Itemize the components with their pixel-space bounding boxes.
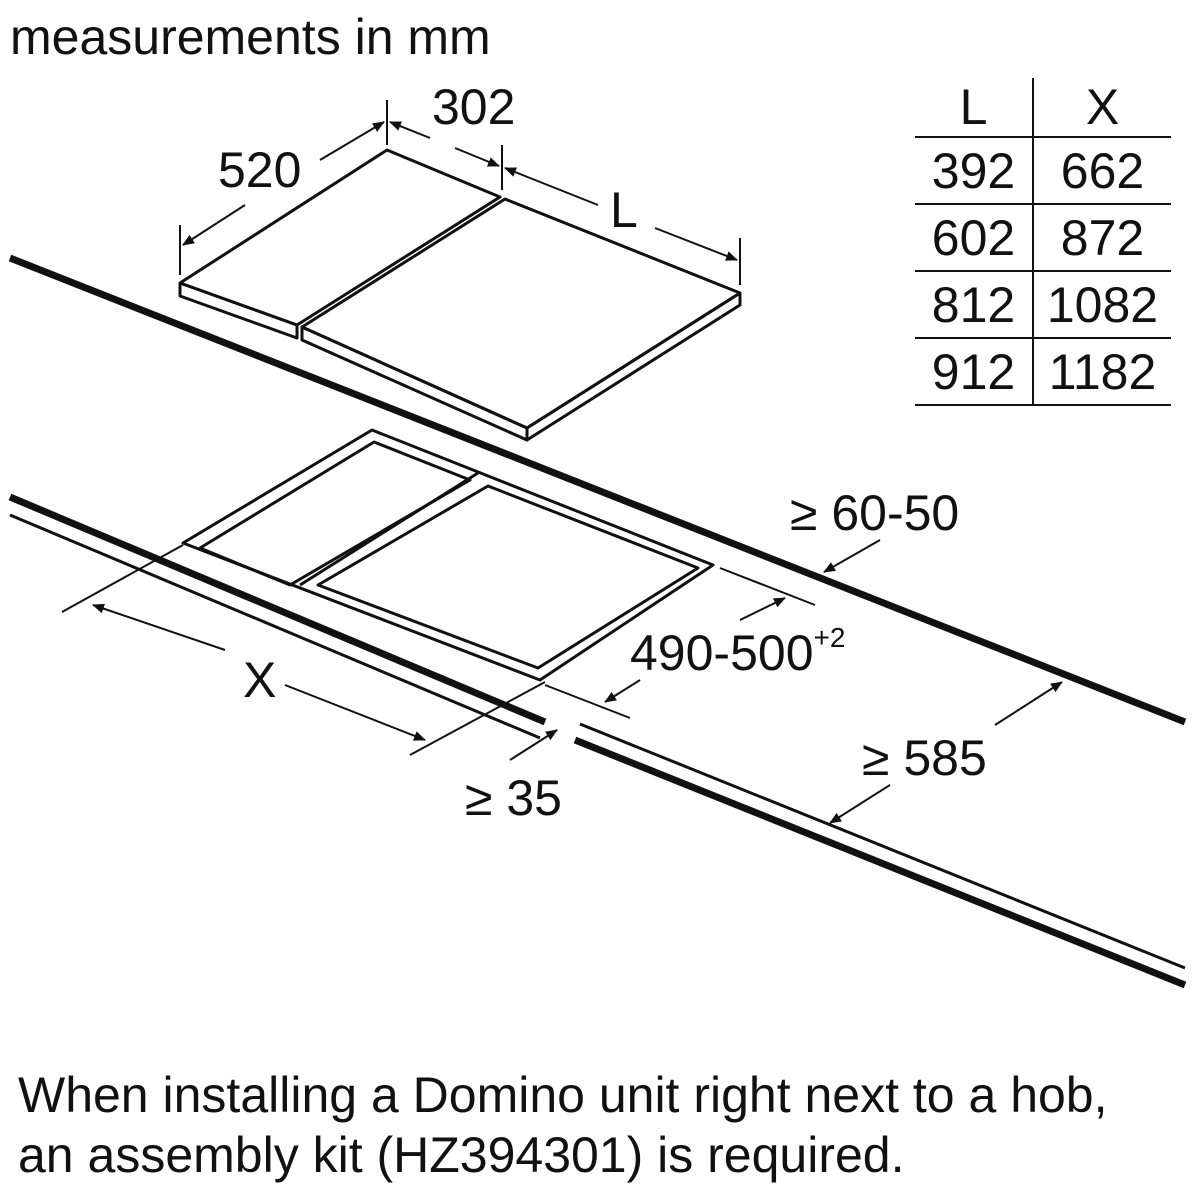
dim-depth-520: 520: [218, 142, 302, 198]
dim-cutout-depth-value: 490-500: [630, 625, 814, 681]
dim-cutout-X: X: [243, 652, 277, 708]
cell-X: 662: [1033, 136, 1171, 204]
dim-edge-front: ≥ 35: [465, 770, 562, 826]
dim-width-302: 302: [432, 79, 516, 135]
dim-cutout-depth-tolerance: +2: [813, 622, 846, 653]
dim-edge-back: ≥ 60-50: [790, 485, 960, 541]
cell-L: 392: [915, 136, 1034, 204]
dim-worktop-depth: ≥ 585: [862, 730, 987, 786]
cutout: [181, 428, 715, 682]
worktop-back-edge: [8, 254, 1187, 726]
dim-width-L: L: [610, 182, 638, 238]
cell-L: 912: [915, 337, 1034, 406]
cell-L: 602: [915, 203, 1034, 271]
cell-L: 812: [915, 270, 1034, 338]
table-header-X: X: [1085, 79, 1120, 135]
installation-note: When installing a Domino unit right next…: [18, 1067, 1108, 1183]
dim-cutout-depth: 490-500+2: [630, 624, 845, 681]
diagram-title: measurements in mm: [10, 9, 491, 65]
table-header-L: L: [915, 78, 1034, 137]
cell-X: 1082: [1033, 270, 1171, 338]
cell-X: 872: [1033, 203, 1171, 271]
cell-X: 1182: [1033, 337, 1171, 406]
hob-units: [178, 148, 742, 442]
worktop-front-edge: [8, 493, 547, 726]
